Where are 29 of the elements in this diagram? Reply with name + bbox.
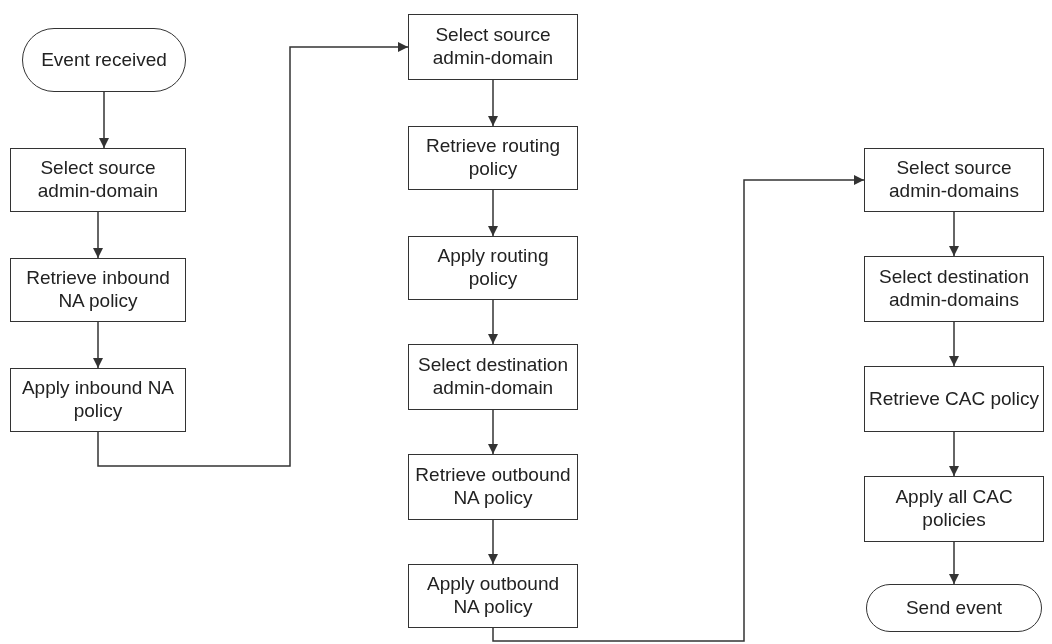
arrow	[949, 541, 959, 585]
arrow	[97, 42, 409, 467]
process-box: Select destination admin-domain	[408, 344, 578, 410]
arrow	[99, 91, 109, 149]
process-box: Retrieve CAC policy	[864, 366, 1044, 432]
terminal-box: Send event	[866, 584, 1042, 632]
process-box: Retrieve routing policy	[408, 126, 578, 190]
arrow	[488, 519, 498, 565]
process-box: Select source admin-domains	[864, 148, 1044, 212]
process-box: Select destination admin-domains	[864, 256, 1044, 322]
terminal-box: Event received	[22, 28, 186, 92]
process-box: Select source admin-domain	[10, 148, 186, 212]
arrow	[488, 299, 498, 345]
arrow	[949, 211, 959, 257]
arrow	[949, 431, 959, 477]
arrow	[488, 79, 498, 127]
process-box: Apply outbound NA policy	[408, 564, 578, 628]
arrow	[93, 211, 103, 259]
process-box: Apply all CAC policies	[864, 476, 1044, 542]
arrow	[93, 321, 103, 369]
arrow	[488, 409, 498, 455]
process-box: Select source admin-domain	[408, 14, 578, 80]
arrow	[488, 189, 498, 237]
arrow	[492, 175, 865, 642]
arrow	[949, 321, 959, 367]
process-box: Retrieve outbound NA policy	[408, 454, 578, 520]
process-box: Apply routing policy	[408, 236, 578, 300]
process-box: Apply inbound NA policy	[10, 368, 186, 432]
process-box: Retrieve inbound NA policy	[10, 258, 186, 322]
